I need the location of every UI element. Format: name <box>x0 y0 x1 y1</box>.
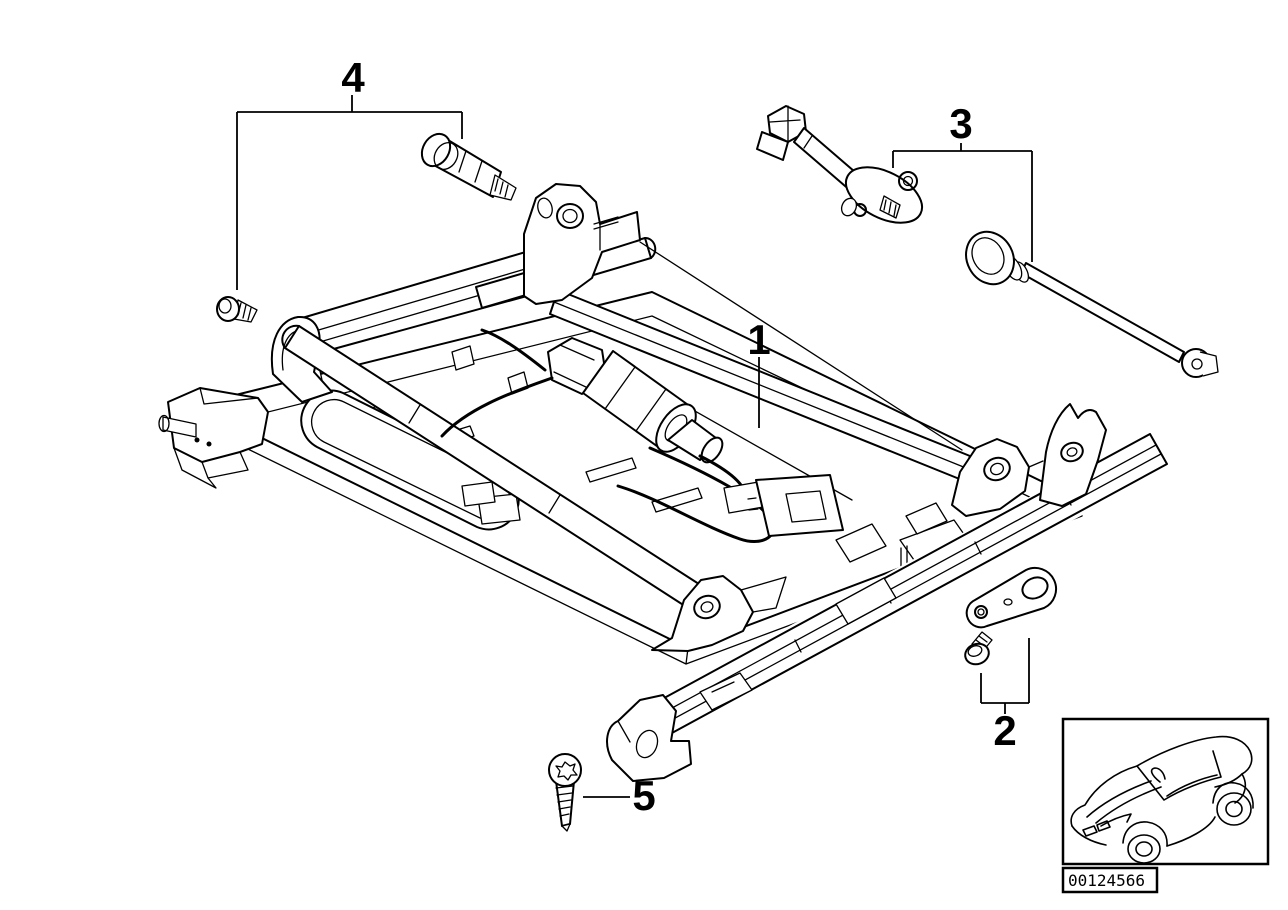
flex-shaft-part-3 <box>965 230 1219 378</box>
image-id-box <box>1061 866 1159 894</box>
callout-1[interactable]: 1 <box>747 316 771 363</box>
screw-part-2 <box>964 631 993 666</box>
latch-plate-part-2 <box>965 567 1057 629</box>
drive-crank-part-3 <box>756 105 923 224</box>
screw-part-4 <box>216 296 258 323</box>
leader-lines <box>236 95 1033 798</box>
bolt-part-4 <box>420 132 517 201</box>
callout-4[interactable]: 4 <box>341 54 365 101</box>
car-thumbnail-box: 00124566 <box>1061 717 1270 894</box>
image-id: 00124566 <box>1068 871 1145 890</box>
callout-2[interactable]: 2 <box>993 707 1017 754</box>
callout-3[interactable]: 3 <box>949 100 973 147</box>
car-icon <box>1070 735 1254 864</box>
torx-screw-part-5 <box>548 753 582 832</box>
callout-5[interactable]: 5 <box>632 772 656 819</box>
seat-frame-assembly <box>158 183 1170 782</box>
